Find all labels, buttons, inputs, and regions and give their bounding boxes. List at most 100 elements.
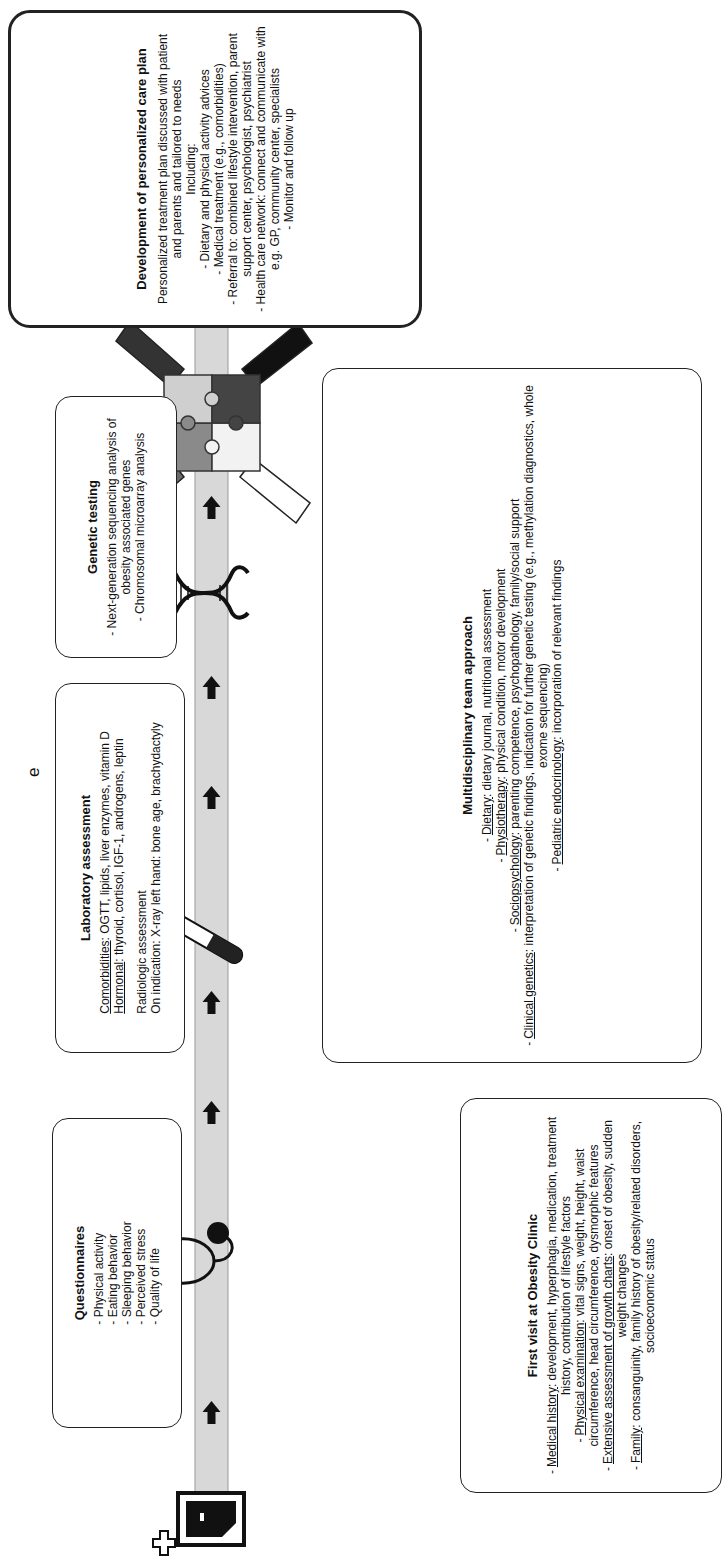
bullet-dash: - <box>494 858 508 862</box>
lab-box: Laboratory assessment Comorbidities: OGTT… <box>55 683 185 1053</box>
topic-name: Extensive assessment of growth charts <box>601 1256 615 1464</box>
flow-arrow <box>203 991 221 1014</box>
text-line: - Health care network: connect and commu… <box>254 25 282 313</box>
clinic-icon <box>153 1493 244 1555</box>
stray-letter: e <box>24 768 44 777</box>
body-text: : parenting competence, psychopathology,… <box>508 499 522 836</box>
bullet-dash: - <box>629 1466 643 1470</box>
text-line: - Dietary and physical activity advices <box>198 25 212 313</box>
genetics-box: Genetic testing - Next-generation sequenc… <box>55 396 177 658</box>
body-text: : consanguinity, family history of obesi… <box>629 1121 657 1428</box>
text-line: Radiologic assessment <box>135 722 149 1014</box>
bullet-dash: - <box>550 867 564 871</box>
body-text: - Dietary and physical activity advices <box>198 69 212 268</box>
flow-arrow <box>203 786 221 809</box>
body-text: - Perceived stress <box>134 1229 148 1325</box>
body-text: - Quality of life <box>148 1248 162 1325</box>
body-text: - Referral to: combined lifestyle interv… <box>226 33 254 304</box>
text-line: -Physical examination: vital signs, weig… <box>573 1111 601 1480</box>
text-line: - Family: consanguinity, family history o… <box>629 1111 657 1480</box>
body-text: : thyroid, cortisol, IGF-1, androgens, l… <box>112 738 126 961</box>
heading-line: Questionnaires <box>72 1221 88 1324</box>
text-body: Questionnaires - Physical activity- Eatin… <box>72 1221 162 1324</box>
dna-rungs <box>181 580 227 606</box>
dna-strand <box>175 573 248 618</box>
topic-name: Comorbidities <box>98 940 112 1013</box>
text-body: Laboratory assessment Comorbidities: OGTT… <box>78 722 163 1014</box>
body-text: - Physical activity <box>92 1233 106 1325</box>
text-body: Genetic testing - Next-generation sequenc… <box>85 409 147 645</box>
text-line: On indication: X-ray left hand: bone age… <box>149 722 163 1014</box>
topic-name: Pediatric endocrinology <box>550 740 564 865</box>
puzzle-knob <box>205 440 219 454</box>
body-text: Including: <box>184 143 198 194</box>
topic-name: Dietary <box>480 797 494 835</box>
body-text: Radiologic assessment <box>135 890 149 1013</box>
bullet-dash: - <box>573 1438 587 1442</box>
box-heading: Questionnaires <box>72 1226 87 1321</box>
heading-line: Genetic testing <box>85 409 101 645</box>
topic-name: Medical history <box>545 1387 559 1467</box>
bullet-dash: - <box>601 1467 615 1471</box>
body-text: - Monitor and follow up <box>282 108 296 229</box>
body-text: - Next-generation sequencing analysis of… <box>105 418 133 635</box>
chest-piece <box>207 1222 229 1244</box>
text-line: - Quality of life <box>148 1221 162 1324</box>
text-line: Hormonal: thyroid, cortisol, IGF-1, andr… <box>112 722 126 1014</box>
body-text: : incorporation of relevant findings <box>550 560 564 740</box>
bullet-dash: - <box>522 1042 536 1046</box>
text-line: Personalized treatment plan discussed wi… <box>156 25 184 313</box>
flow-arrows <box>203 496 221 1424</box>
bullet-dash: - <box>508 928 522 932</box>
body-text: : interpretation of genetic findings, in… <box>522 385 550 952</box>
heading-line: Multidisciplinary team approach <box>460 381 476 1050</box>
text-body: Multidisciplinary team approach-Dietary:… <box>460 381 564 1050</box>
text-line: - Pediatric endocrinology: incorporation … <box>550 381 564 1050</box>
text-line: - Physical activity <box>92 1221 106 1324</box>
body-text: - Sleeping behavior <box>120 1221 134 1324</box>
topic-name: Sociopsychology <box>508 835 522 925</box>
topic-name: Physical examination <box>573 1323 587 1436</box>
tube-liquid <box>206 934 245 966</box>
text-line: Including: <box>184 25 198 313</box>
text-body: Development of personalized care plan Per… <box>134 25 296 313</box>
care-plan-box: Development of personalized care plan Per… <box>8 10 422 328</box>
bullet-dash: - <box>545 1470 559 1474</box>
text-line: - Eating behavior <box>106 1221 120 1324</box>
text-line: - Perceived stress <box>134 1221 148 1324</box>
body-text: : physical condition, motor development <box>494 569 508 780</box>
clinic-frame <box>178 1493 244 1545</box>
bullet-dash: - <box>480 838 494 842</box>
text-line: -Medical history: development, hyperphag… <box>545 1111 573 1480</box>
topic-name: Family <box>629 1428 643 1463</box>
box-heading: Genetic testing <box>85 480 100 574</box>
flow-arrow <box>203 676 221 699</box>
text-line: Comorbidities: OGTT, lipids, liver enzym… <box>98 722 112 1014</box>
box-heading: Laboratory assessment <box>78 795 93 941</box>
text-line: -Dietary: dietary journal, nutritional a… <box>480 381 494 1050</box>
box-heading: Development of personalized care plan <box>134 48 149 289</box>
topic-name: Clinical genetics <box>522 952 536 1039</box>
first-visit-box: First visit at Obesity Clinic-Medical hi… <box>460 1098 722 1493</box>
heading-line: Development of personalized care plan <box>134 25 150 313</box>
text-line: - Sleeping behavior <box>120 1221 134 1324</box>
text-line: - Monitor and follow up <box>282 25 296 313</box>
heading-line: Laboratory assessment <box>78 722 94 1014</box>
topic-name: Physiotherapy <box>494 779 508 855</box>
questionnaire-box: Questionnaires - Physical activity- Eatin… <box>52 1118 182 1428</box>
text-line: - Next-generation sequencing analysis of… <box>105 409 133 645</box>
heading-line: First visit at Obesity Clinic <box>525 1111 541 1480</box>
clinic-window <box>200 1513 204 1521</box>
puzzle-knob <box>181 416 195 430</box>
text-line: - Referral to: combined lifestyle interv… <box>226 25 254 313</box>
stethoscope-tube <box>178 1239 214 1283</box>
text-line: - Clinical genetics: interpretation of ge… <box>522 381 550 1050</box>
dna-icon <box>175 563 248 618</box>
topic-name: Hormonal <box>112 962 126 1014</box>
flow-arrow <box>203 496 221 519</box>
text-line: -Extensive assessment of growth charts: … <box>601 1111 629 1480</box>
text-line: - Sociopsychology: parenting competence, … <box>508 381 522 1050</box>
text-body: First visit at Obesity Clinic-Medical hi… <box>525 1111 657 1480</box>
flow-arrow <box>203 1101 221 1124</box>
